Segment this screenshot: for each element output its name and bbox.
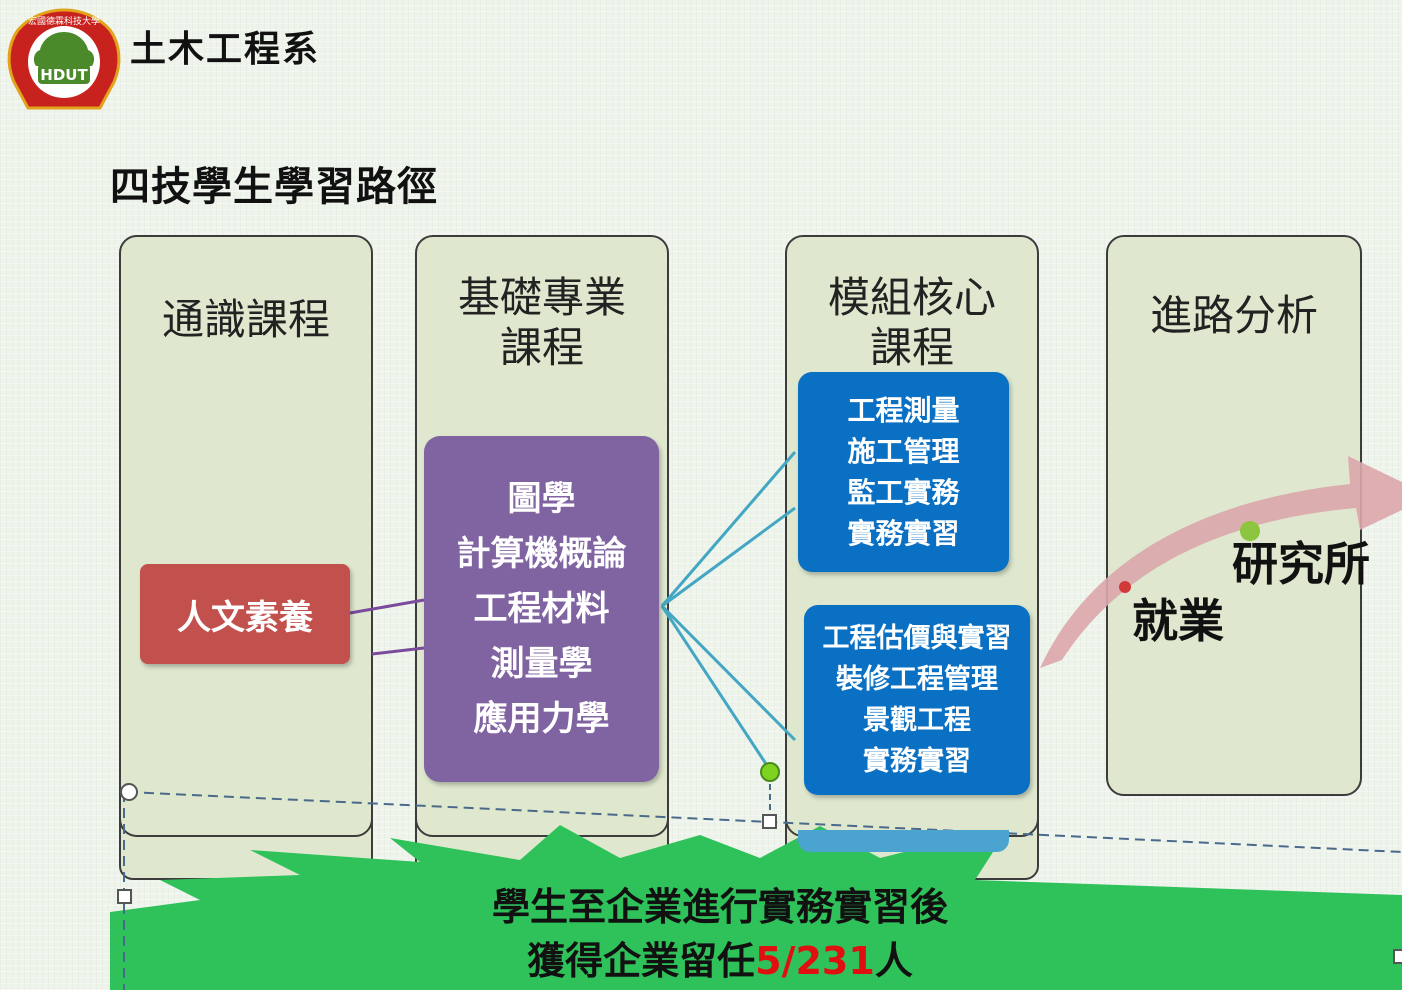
burst-text-line1[interactable]: 學生至企業進行實務實習後 <box>491 885 948 929</box>
course-item: 施工管理 <box>847 435 960 468</box>
column-general-education: 通識課程 <box>119 235 373 837</box>
highlight-starburst <box>110 825 1402 990</box>
arrow-start-dot <box>1119 581 1131 593</box>
career-arrow <box>1040 456 1402 668</box>
department-title: 土木工程系 <box>130 28 321 70</box>
column-title: 通識課程 <box>161 295 330 344</box>
module-card-shadow <box>798 830 1009 852</box>
humanities-card[interactable]: 人文素養 <box>140 564 350 664</box>
resize-handle[interactable] <box>762 814 777 829</box>
course-item: 實務實習 <box>847 517 960 550</box>
rotate-handle[interactable] <box>760 762 780 782</box>
course-item: 工程估價與實習 <box>822 623 1012 654</box>
course-item: 監工實務 <box>847 476 960 509</box>
connector-basic-to-module <box>660 451 797 607</box>
course-item: 測量學 <box>490 643 593 684</box>
course-item: 景觀工程 <box>863 705 971 736</box>
outcome-graduate-school: 研究所 <box>1232 537 1370 591</box>
page-title: 四技學生學習路徑 <box>110 164 438 210</box>
course-item: 工程材料 <box>473 588 610 629</box>
retention-count: 5/231 <box>755 939 875 983</box>
rotate-handle[interactable] <box>120 783 138 801</box>
logo-text: HDUT <box>40 66 88 84</box>
university-logo: HDUT 宏國德霖科技大學 <box>7 8 121 110</box>
column-title: 模組核心 課程 <box>827 273 996 372</box>
burst-text-line2[interactable]: 獲得企業留任5/231人 <box>300 930 1140 985</box>
basic-courses-card[interactable]: 圖學 計算機概論 工程材料 測量學 應用力學 <box>424 436 659 782</box>
logo-ring-text: 宏國德霖科技大學 <box>28 15 100 27</box>
module-card-construction[interactable]: 工程測量 施工管理 監工實務 實務實習 <box>798 372 1009 572</box>
connector-general-to-basic <box>371 646 425 656</box>
connector-general-to-basic <box>349 598 425 615</box>
course-item: 實務實習 <box>863 746 971 777</box>
resize-handle[interactable] <box>117 889 132 904</box>
burst-suffix: 人 <box>874 939 913 983</box>
outcome-employment: 就業 <box>1132 594 1224 648</box>
column-title: 進路分析 <box>1149 291 1318 340</box>
course-item: 工程測量 <box>847 394 960 427</box>
connector-basic-to-module <box>660 605 772 771</box>
connector-basic-to-module <box>661 506 796 608</box>
card-label: 人文素養 <box>177 597 313 638</box>
module-card-estimation[interactable]: 工程估價與實習 裝修工程管理 景觀工程 實務實習 <box>804 605 1030 795</box>
arrow-handle-dot <box>1240 521 1260 541</box>
connector-basic-to-module <box>660 604 797 742</box>
column-title: 基礎專業 課程 <box>457 273 626 372</box>
course-item: 裝修工程管理 <box>836 664 998 695</box>
course-item: 應用力學 <box>473 698 610 739</box>
course-item: 圖學 <box>507 478 576 519</box>
course-item: 計算機概論 <box>456 533 627 574</box>
resize-handle[interactable] <box>1393 949 1402 964</box>
burst-prefix: 獲得企業留任 <box>527 939 756 983</box>
